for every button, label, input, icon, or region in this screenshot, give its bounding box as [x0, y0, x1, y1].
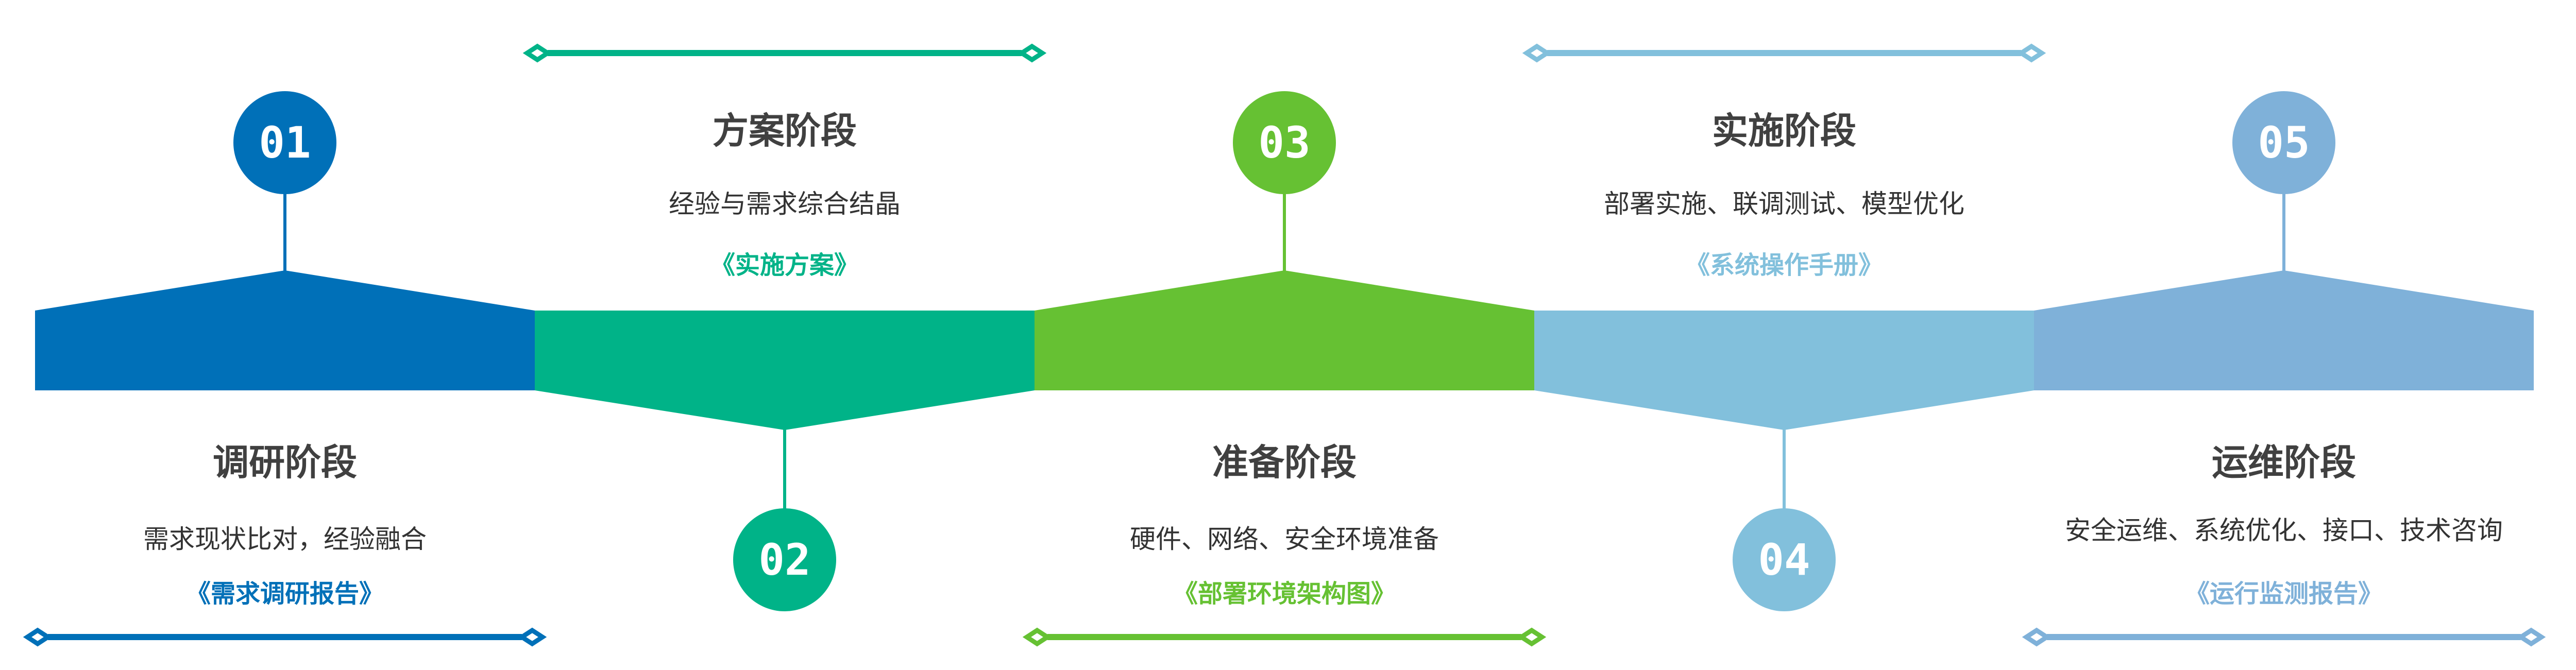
stage-deliverable-3: 《部署环境架构图》: [1173, 579, 1396, 608]
decorative-line-2-end-2: [1017, 43, 1047, 63]
stage-circle-5: [2232, 91, 2335, 194]
stage-description-5: 安全运维、系统优化、接口、技术咨询: [2065, 516, 2503, 545]
stage-circle-3: [1233, 91, 1336, 194]
decorative-line-5-end-1: [2022, 627, 2052, 647]
timeline-segment-5: [2034, 270, 2534, 390]
decorative-line-5-end-2: [2516, 627, 2546, 647]
stage-number-2: 02: [758, 535, 811, 585]
stage-circle-2: [733, 508, 836, 611]
decorative-line-4-end-1: [1522, 43, 1552, 63]
stage-circle-4: [1733, 508, 1836, 611]
timeline-segment-2: [535, 311, 1035, 430]
decorative-line-4-end-2: [2016, 43, 2046, 63]
decorative-line-2-end-1: [522, 43, 552, 63]
stage-title-5: 运维阶段: [2212, 441, 2356, 484]
decorative-line-3-end-1: [1022, 627, 1052, 647]
decorative-line-1-end-2: [517, 627, 547, 647]
stage-description-1: 需求现状比对，经验融合: [143, 524, 427, 554]
stage-description-4: 部署实施、联调测试、模型优化: [1604, 189, 1964, 219]
stage-number-3: 03: [1258, 117, 1311, 168]
stage-deliverable-4: 《系统操作手册》: [1685, 251, 1883, 280]
stage-circle-1: [233, 91, 336, 194]
stage-description-3: 硬件、网络、安全环境准备: [1130, 524, 1439, 554]
decorative-line-3-end-2: [1517, 627, 1547, 647]
stage-number-5: 05: [2258, 117, 2310, 168]
stage-title-3: 准备阶段: [1212, 441, 1357, 484]
stage-title-2: 方案阶段: [713, 110, 857, 152]
stage-description-2: 经验与需求综合结晶: [669, 189, 901, 219]
timeline-segment-1: [35, 270, 535, 390]
stage-deliverable-2: 《实施方案》: [710, 251, 859, 280]
stage-title-4: 实施阶段: [1712, 110, 1856, 152]
stage-deliverable-1: 《需求调研报告》: [185, 579, 384, 608]
stage-deliverable-5: 《运行监测报告》: [2184, 579, 2383, 608]
stage-number-4: 04: [1758, 535, 1810, 585]
decorative-line-1-end-1: [23, 627, 53, 647]
timeline-segment-4: [1534, 311, 2034, 430]
timeline-segment-3: [1035, 270, 1534, 390]
stage-number-1: 01: [259, 117, 311, 168]
stage-title-1: 调研阶段: [213, 441, 357, 484]
